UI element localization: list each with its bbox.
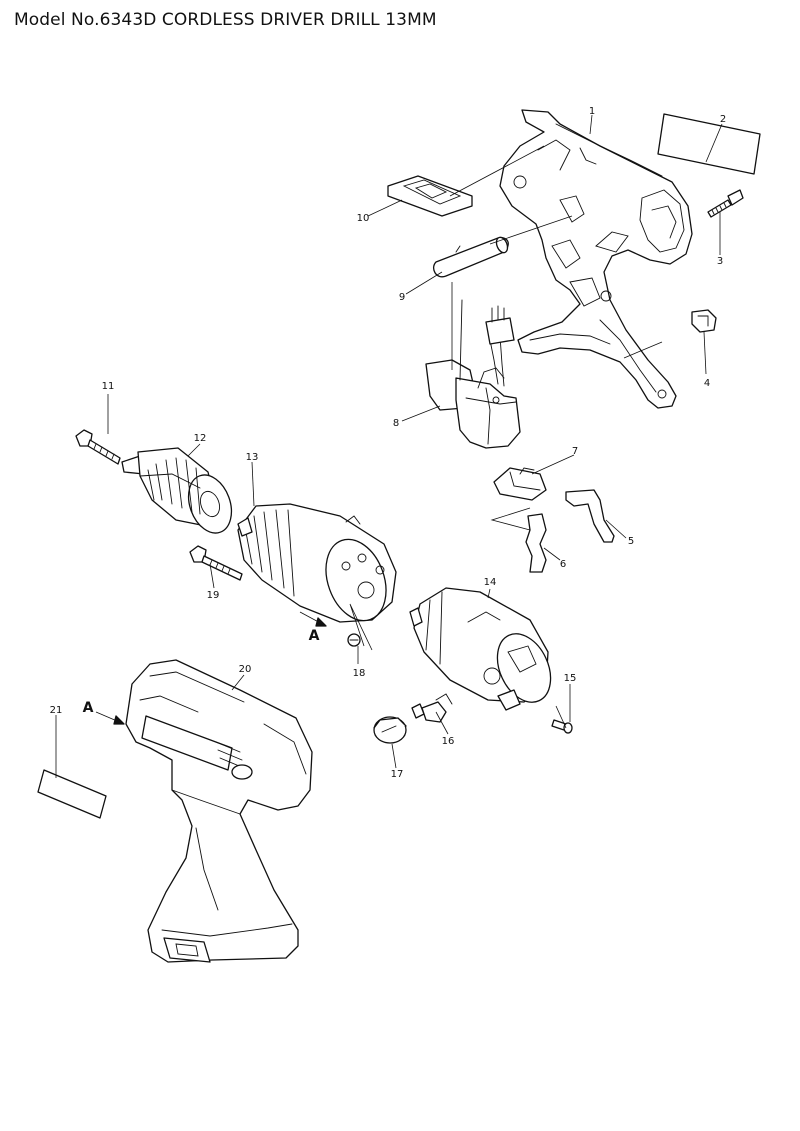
motor-mount-screw <box>551 719 573 734</box>
callout-13: 13 <box>246 452 259 463</box>
rubber-pad <box>387 175 473 217</box>
motor-screw <box>347 633 361 647</box>
dc-motor <box>409 587 552 711</box>
svg-text:A: A <box>309 628 320 644</box>
callout-7: 7 <box>572 446 578 457</box>
switch-clip <box>691 309 717 333</box>
callout-2: 2 <box>720 114 726 125</box>
callout-21: 21 <box>50 705 63 716</box>
callout-3: 3 <box>717 256 723 267</box>
carbon-brush <box>411 693 453 723</box>
svg-text:A: A <box>83 700 94 716</box>
callout-16: 16 <box>442 736 455 747</box>
callout-17: 17 <box>391 769 404 780</box>
callout-5: 5 <box>628 536 634 547</box>
page-title: Model No.6343D CORDLESS DRIVER DRILL 13M… <box>14 10 437 30</box>
change-lever <box>525 513 547 573</box>
callout-8: 8 <box>393 418 399 429</box>
callout-1: 1 <box>589 106 595 117</box>
switch-assembly <box>425 299 521 449</box>
keyless-chuck <box>121 447 233 534</box>
callout-6: 6 <box>560 559 566 570</box>
spring-bracket <box>565 489 615 543</box>
brush-holder <box>493 467 547 501</box>
leader-lines <box>55 114 723 778</box>
callout-18: 18 <box>353 668 366 679</box>
housing-half <box>499 109 693 409</box>
view-marker-a-side: A <box>83 700 125 725</box>
view-marker-a-top: A <box>299 611 327 644</box>
brush-cap <box>373 716 407 744</box>
tapping-screw <box>707 189 744 218</box>
callout-20: 20 <box>239 664 252 675</box>
gear-screw <box>189 545 243 581</box>
callout-12: 12 <box>194 433 207 444</box>
callout-14: 14 <box>484 577 497 588</box>
switch-cylinder <box>432 236 509 278</box>
callout-labels: 1 2 3 4 5 6 7 8 9 10 11 12 13 14 15 16 1… <box>50 106 727 780</box>
callout-19: 19 <box>207 590 220 601</box>
name-plate-label <box>37 769 107 819</box>
gear-assembly <box>237 503 397 623</box>
label-plate <box>657 113 761 175</box>
chuck-screw <box>75 429 121 465</box>
callout-10: 10 <box>357 213 370 224</box>
callout-4: 4 <box>704 378 710 389</box>
housing-set <box>125 659 313 963</box>
callout-11: 11 <box>102 381 115 392</box>
callout-9: 9 <box>399 292 405 303</box>
callout-15: 15 <box>564 673 577 684</box>
